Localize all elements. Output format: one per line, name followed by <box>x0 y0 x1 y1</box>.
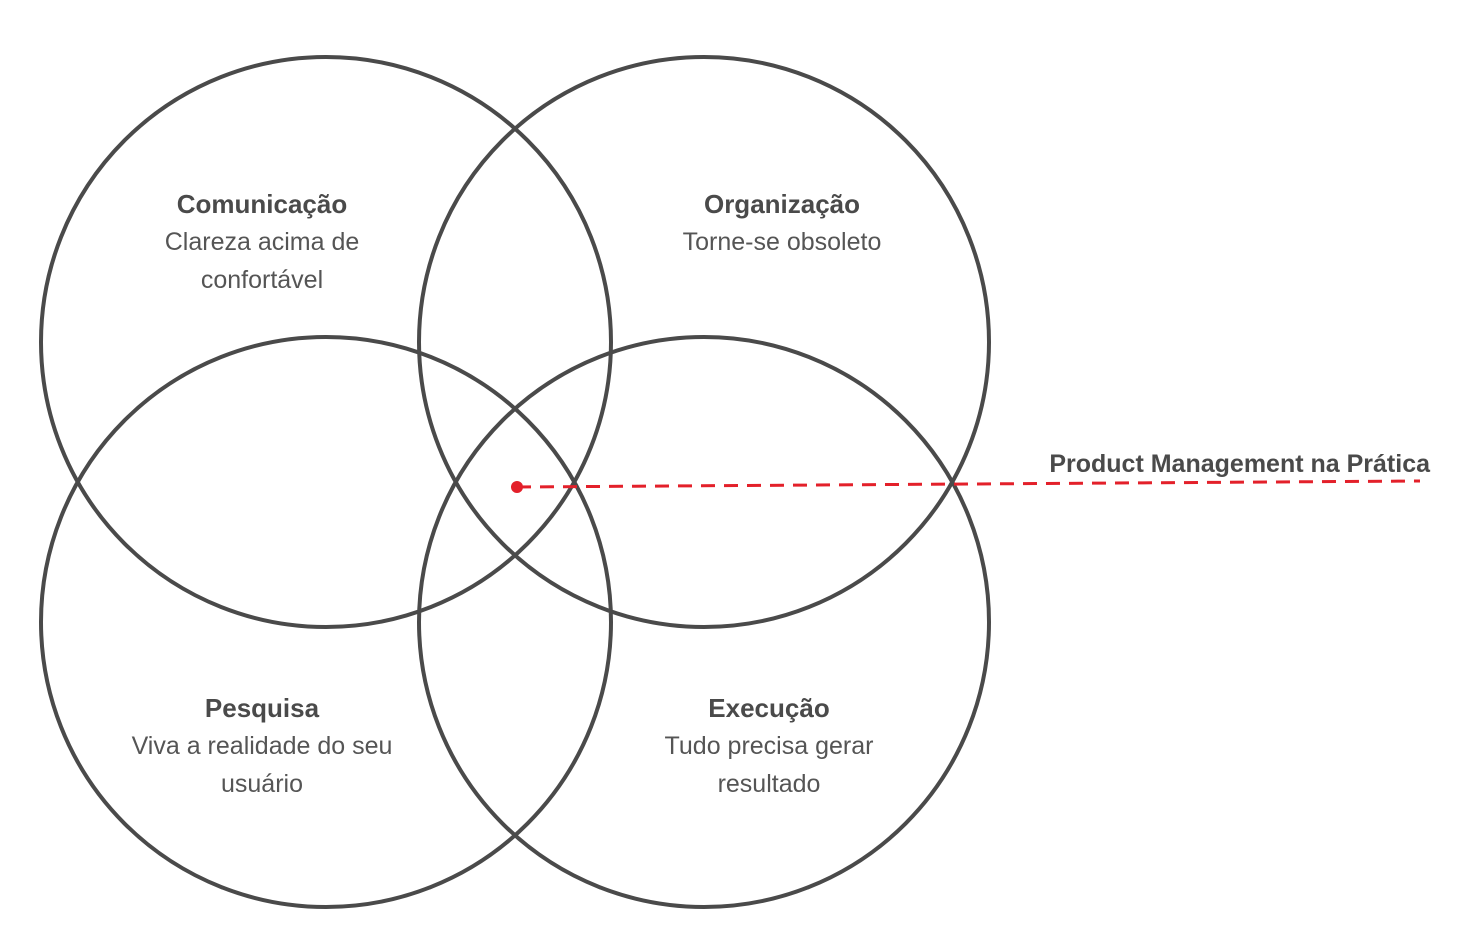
circle-pesquisa <box>39 335 613 909</box>
circle-comunicacao <box>39 55 613 629</box>
quadrant-title: Pesquisa <box>204 693 320 723</box>
quadrant-description: usuário <box>221 770 303 798</box>
quadrant-organizacao: Organização Torne-se obsoleto <box>622 185 942 261</box>
quadrant-execucao: Execução Tudo precisa gerar resultado <box>609 689 929 803</box>
center-dot <box>511 481 523 493</box>
quadrant-description: confortável <box>200 266 324 294</box>
center-label: Product Management na Prática <box>1049 450 1430 478</box>
quadrant-description: Tudo precisa gerar <box>664 732 874 760</box>
quadrant-comunicacao: Comunicação Clareza acima de confortável <box>102 185 422 299</box>
quadrant-description: resultado <box>717 770 821 798</box>
callout-dashed-line <box>516 479 1421 489</box>
quadrant-description: Clareza acima de <box>164 228 360 256</box>
circle-organizacao <box>417 55 991 629</box>
quadrant-description: Viva a realidade do seu <box>131 732 393 760</box>
quadrant-title: Comunicação <box>176 189 348 219</box>
quadrant-description: Torne-se obsoleto <box>682 228 882 256</box>
circle-execucao <box>417 335 991 909</box>
quadrant-title: Execução <box>708 693 830 723</box>
quadrant-pesquisa: Pesquisa Viva a realidade do seu usuário <box>102 689 422 803</box>
quadrant-title: Organização <box>703 189 861 219</box>
